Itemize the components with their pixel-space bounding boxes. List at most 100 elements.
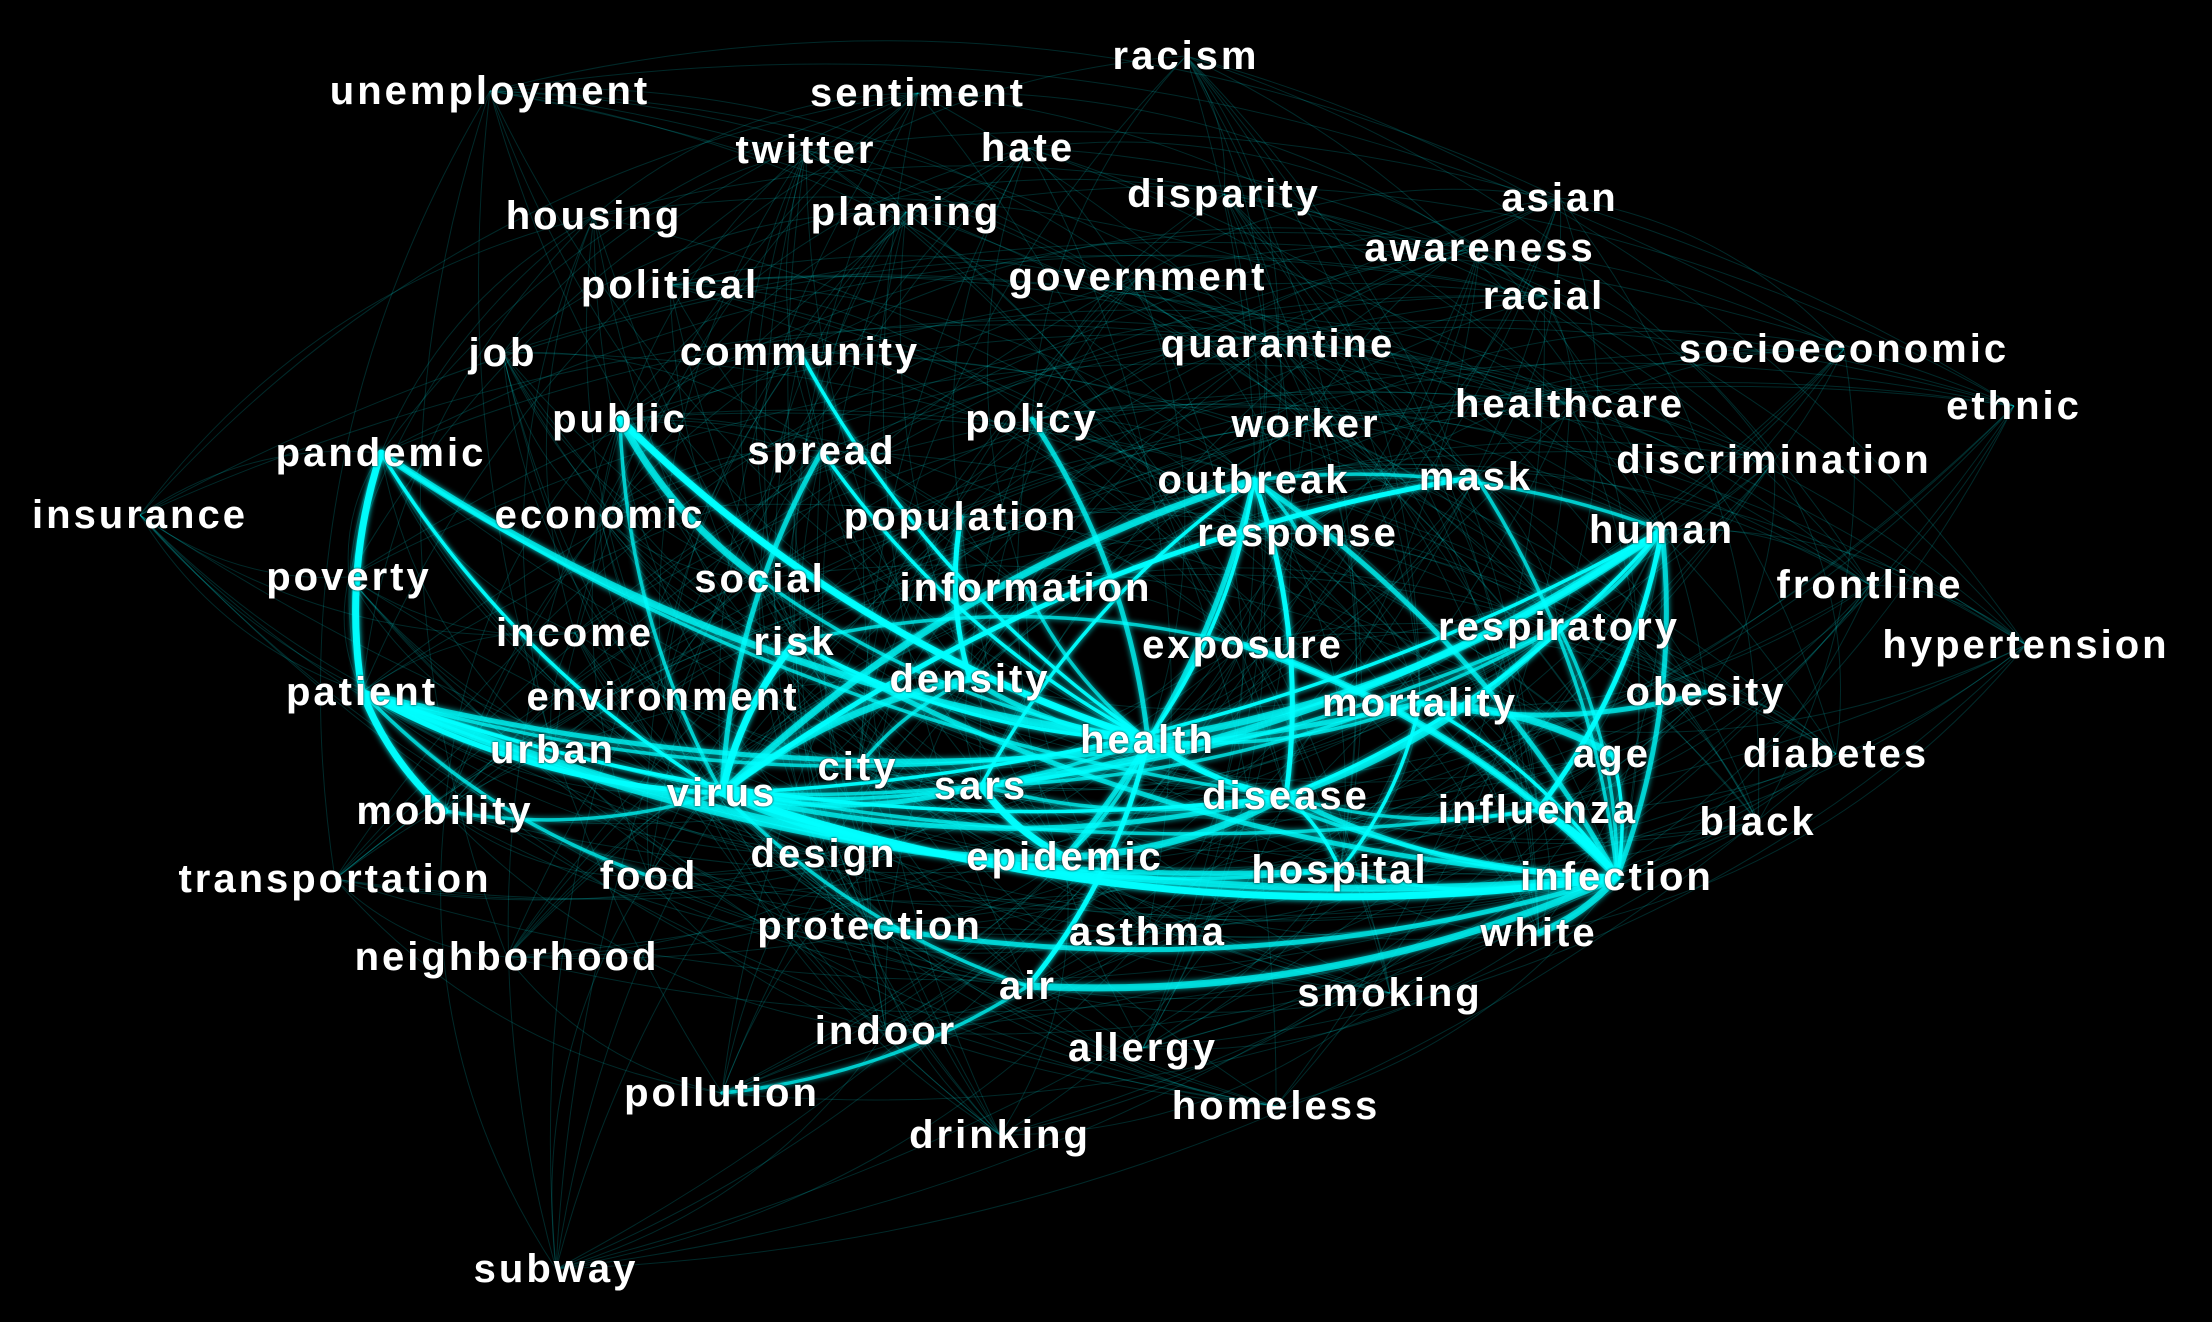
faint-edge — [489, 90, 1307, 425]
faint-edge — [1253, 479, 1346, 871]
faint-edge — [960, 508, 1707, 693]
faint-edge — [960, 247, 1481, 518]
faint-edge — [380, 452, 1618, 878]
faint-edge — [805, 149, 907, 213]
node-infection: infection — [1520, 855, 1714, 899]
faint-edge — [1223, 193, 1279, 345]
faint-edge — [361, 631, 576, 693]
faint-edge — [905, 211, 1391, 994]
faint-edge — [857, 702, 1421, 792]
edge-sars-respiratory — [979, 625, 1561, 788]
edge-public-virus — [618, 417, 724, 795]
faint-edge — [1027, 147, 1837, 755]
faint-edge — [1389, 753, 1613, 994]
faint-edge — [1611, 405, 2015, 755]
node-healthcare: healthcare — [1454, 382, 1686, 426]
faint-edge — [619, 147, 1029, 420]
faint-edge — [669, 274, 1871, 586]
faint-edge — [960, 511, 1837, 755]
faint-edge — [361, 92, 919, 693]
faint-edge — [648, 753, 1837, 932]
edge-air-virus — [720, 791, 1030, 988]
faint-edge — [1475, 348, 1845, 478]
faint-edge — [1031, 55, 1187, 420]
faint-edge — [1142, 932, 1540, 1050]
edge-infection-hospital — [1338, 868, 1619, 893]
node-white: white — [1480, 911, 1598, 955]
edge-disease-influenza — [1284, 794, 1540, 821]
faint-edge — [139, 215, 595, 516]
node-smoking: smoking — [1297, 971, 1483, 1015]
faint-edge — [380, 215, 595, 454]
faint-edge — [721, 276, 1139, 1094]
edge-pandemic-virus — [379, 451, 724, 795]
edge-mobility-virus — [443, 791, 724, 822]
faint-edge — [593, 92, 919, 217]
faint-edge — [574, 92, 919, 634]
edge-sars-epidemic — [977, 782, 1069, 861]
faint-edge — [799, 227, 1481, 353]
faint-edge — [489, 90, 1759, 823]
faint-edge — [759, 564, 1613, 755]
faint-edge — [506, 821, 1759, 1013]
faint-edge — [489, 90, 1560, 628]
faint-edge — [1253, 468, 2027, 646]
faint-edge — [986, 147, 1029, 589]
faint-edge — [380, 452, 1029, 987]
faint-edge — [139, 514, 576, 636]
faint-edge — [740, 149, 807, 580]
faint-edge — [1297, 423, 1313, 534]
faint-edge — [343, 576, 363, 693]
faint-edge — [980, 476, 1477, 787]
edge-exposure-infection — [1241, 643, 1619, 879]
faint-edge — [1027, 147, 1707, 693]
faint-edge — [823, 853, 1277, 1107]
faint-edge — [857, 766, 1144, 1049]
faint-edge — [805, 149, 1066, 858]
faint-edge — [969, 423, 1307, 680]
faint-edge — [905, 185, 2015, 407]
node-government: government — [1008, 255, 1268, 299]
edge-outbreak-sars — [979, 478, 1256, 788]
faint-edge — [380, 319, 1571, 454]
faint-edge — [1297, 476, 1477, 534]
faint-edge — [1277, 343, 1663, 531]
node-neighborhood: neighborhood — [354, 935, 660, 979]
faint-edge — [502, 352, 796, 643]
edge-policy-health — [1029, 416, 1151, 743]
faint-edge — [1223, 193, 1539, 811]
node-awareness: awareness — [1364, 226, 1596, 270]
node-political: political — [580, 263, 760, 307]
faint-edge — [545, 215, 595, 634]
faint-edge — [1142, 809, 1539, 1049]
faint-edge — [999, 405, 2015, 1136]
faint-edge — [506, 348, 1845, 958]
faint-edge — [662, 450, 823, 698]
faint-edge — [502, 352, 761, 580]
edge-epidemic-virus — [718, 789, 1069, 862]
node-information: information — [899, 566, 1153, 610]
faint-edge — [1223, 193, 1871, 586]
faint-edge — [599, 326, 2015, 516]
edge-sars-virus — [719, 783, 984, 808]
faint-edge — [507, 418, 621, 1270]
faint-edge — [917, 91, 1545, 297]
faint-edge — [1025, 574, 1837, 755]
faint-edge — [857, 193, 1225, 768]
edge-obesity-mortality — [1417, 689, 1709, 718]
edge-outbreak-epidemic — [1062, 477, 1257, 860]
faint-edge — [502, 352, 1391, 994]
faint-edge — [506, 423, 1307, 958]
node-ethnic: ethnic — [1946, 384, 2082, 428]
faint-edge — [799, 351, 1244, 646]
faint-edge — [1031, 417, 1255, 481]
node-epidemic: epidemic — [966, 835, 1164, 879]
faint-edge — [1137, 276, 1477, 478]
faint-edge — [1339, 644, 2027, 871]
faint-edge — [669, 178, 1225, 286]
faint-edge — [1559, 197, 1845, 350]
node-disparity: disparity — [1127, 172, 1321, 216]
faint-edge — [721, 821, 1759, 1101]
node-health: health — [1080, 718, 1216, 762]
